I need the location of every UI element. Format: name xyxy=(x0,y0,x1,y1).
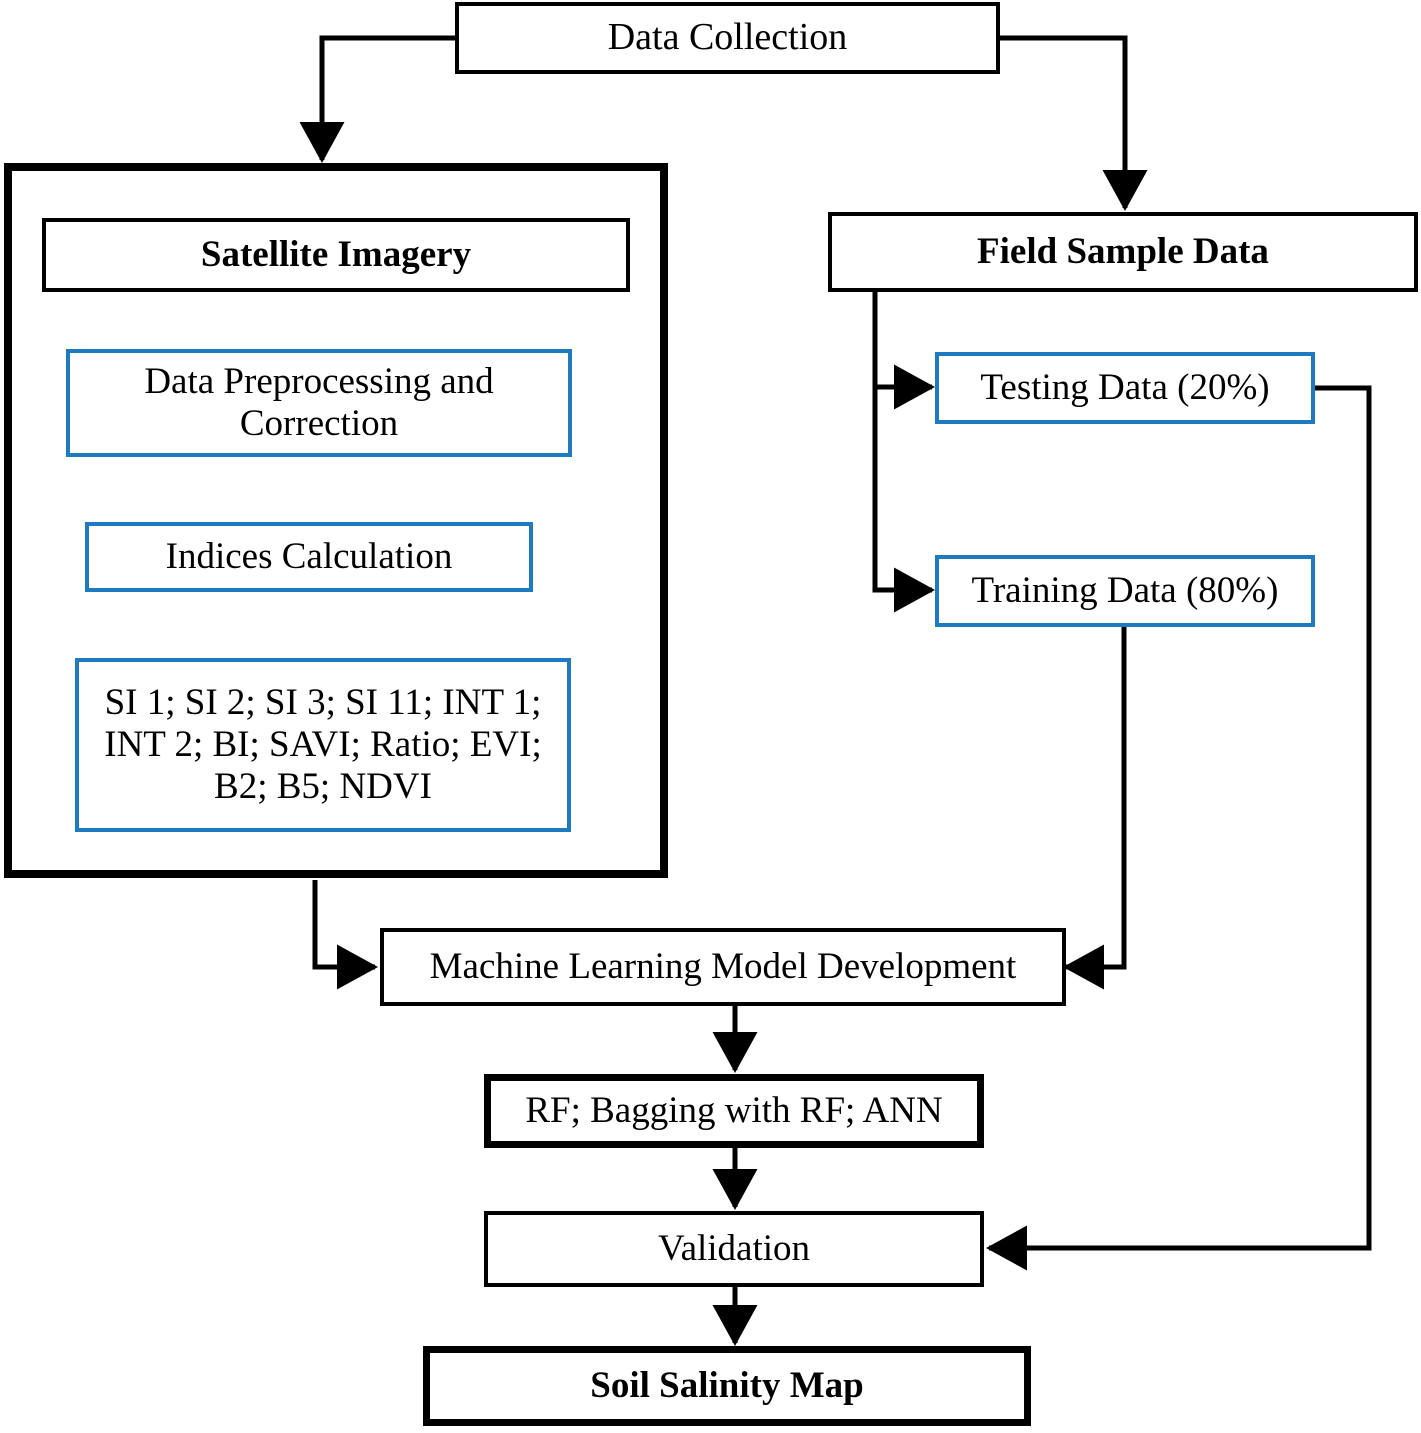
node-soil-salinity-map[interactable]: Soil Salinity Map xyxy=(423,1346,1031,1426)
node-field-sample-data[interactable]: Field Sample Data xyxy=(828,212,1418,292)
node-data-collection-label: Data Collection xyxy=(607,16,848,59)
node-data-preprocessing[interactable]: Data Preprocessing and Correction xyxy=(66,349,572,457)
node-satellite-imagery[interactable]: Satellite Imagery xyxy=(42,218,630,292)
node-indices-calculation[interactable]: Indices Calculation xyxy=(85,522,533,592)
edge-testing-to-validation xyxy=(985,385,1372,1271)
node-validation-label: Validation xyxy=(657,1227,811,1269)
node-ml-model-development-label: Machine Learning Model Development xyxy=(429,945,1017,987)
node-models-label: RF; Bagging with RF; ANN xyxy=(525,1089,943,1131)
node-indices-calculation-label: Indices Calculation xyxy=(165,535,453,577)
node-field-sample-data-label: Field Sample Data xyxy=(977,230,1269,272)
node-training-data[interactable]: Training Data (80%) xyxy=(935,555,1315,627)
node-soil-salinity-map-label: Soil Salinity Map xyxy=(590,1364,864,1406)
node-ml-model-development[interactable]: Machine Learning Model Development xyxy=(380,928,1066,1006)
edge-collection-to-satellite-group xyxy=(299,35,455,164)
edge-satellite-group-to-ml xyxy=(312,880,379,990)
edge-collection-to-field-sample xyxy=(1000,35,1148,212)
edge-training-to-ml xyxy=(1062,626,1127,990)
edge-field-to-testing xyxy=(872,292,936,410)
node-data-preprocessing-label: Data Preprocessing and Correction xyxy=(144,360,494,444)
node-satellite-imagery-label: Satellite Imagery xyxy=(200,233,472,275)
node-indices-list-label: SI 1; SI 2; SI 3; SI 11; INT 1; INT 2; B… xyxy=(104,681,542,808)
node-data-collection[interactable]: Data Collection xyxy=(455,2,1000,74)
edge-field-to-training xyxy=(872,292,936,613)
node-testing-data[interactable]: Testing Data (20%) xyxy=(935,352,1315,424)
node-testing-data-label: Testing Data (20%) xyxy=(980,366,1270,408)
node-models[interactable]: RF; Bagging with RF; ANN xyxy=(484,1074,984,1148)
node-training-data-label: Training Data (80%) xyxy=(971,569,1279,611)
node-validation[interactable]: Validation xyxy=(484,1211,984,1287)
node-indices-list[interactable]: SI 1; SI 2; SI 3; SI 11; INT 1; INT 2; B… xyxy=(75,658,571,832)
